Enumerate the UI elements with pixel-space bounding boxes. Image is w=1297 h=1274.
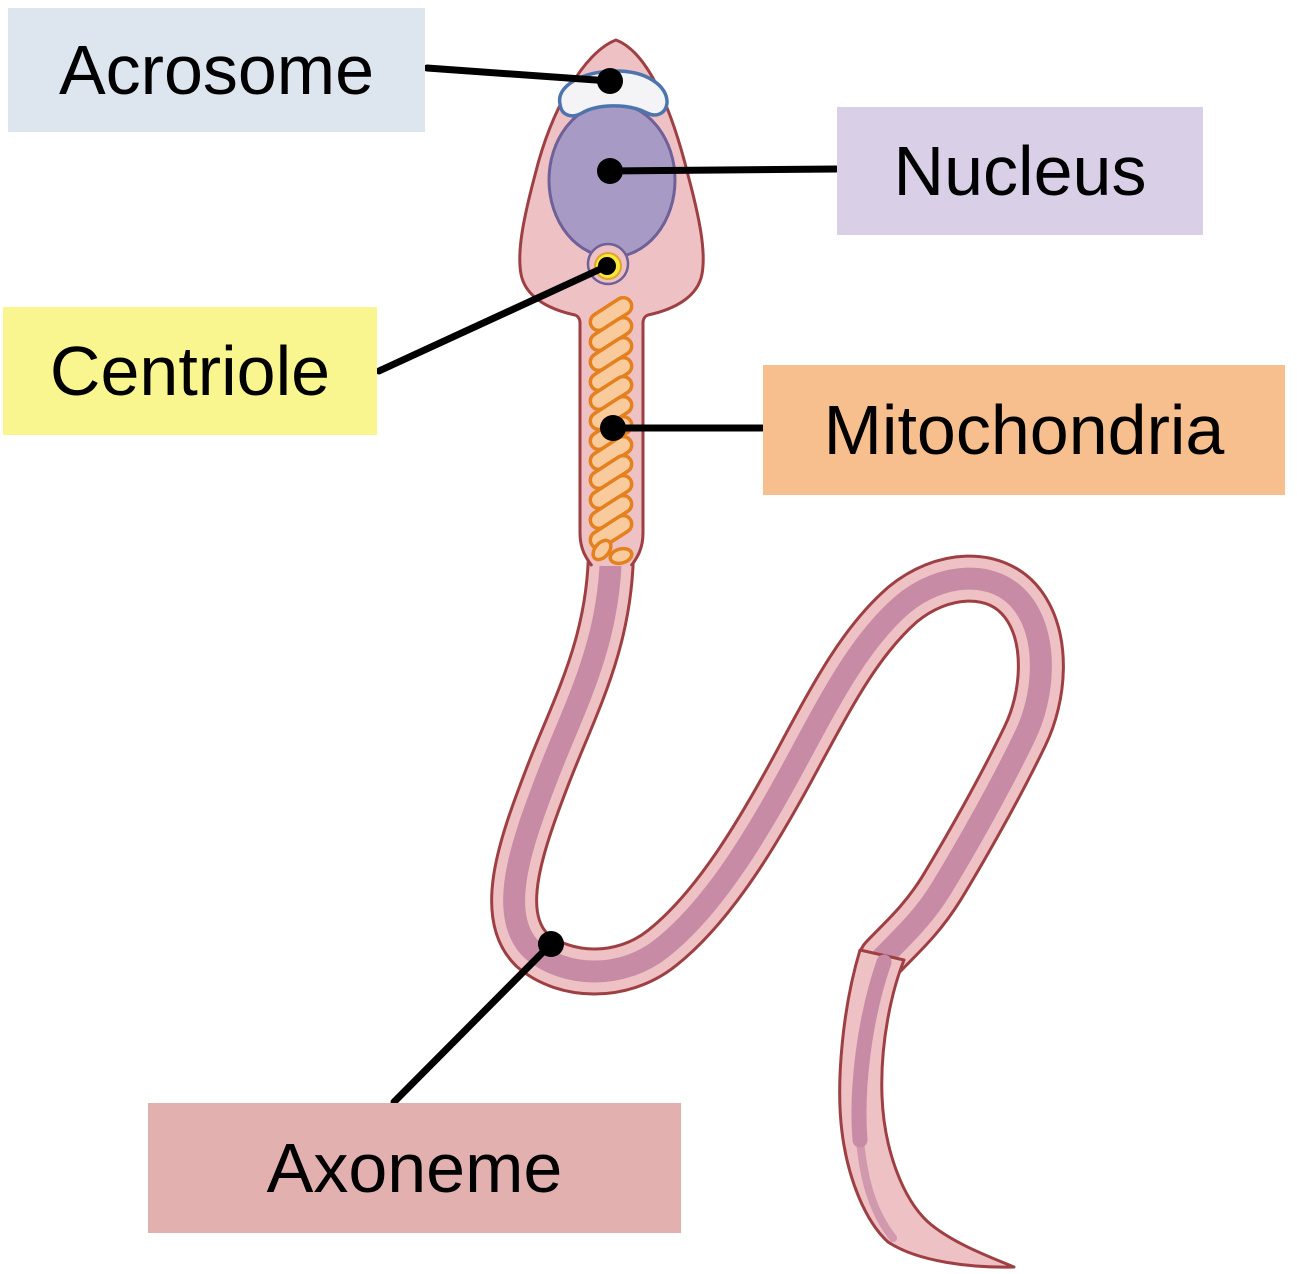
pointer-dot-axoneme	[538, 931, 564, 957]
axoneme-stripe-tip	[851, 954, 892, 1148]
axoneme-stripe	[503, 532, 1052, 983]
pointer-dot-nucleus	[597, 158, 623, 184]
label-nucleus-text: Nucleus	[893, 132, 1147, 210]
pointer-dots	[538, 68, 626, 957]
pointer-dot-acrosome	[597, 68, 623, 94]
leader-line-nucleus	[606, 165, 840, 175]
label-centriole: Centriole	[3, 307, 377, 435]
label-nucleus: Nucleus	[837, 107, 1203, 235]
leader-line-acrosome	[423, 64, 614, 85]
tail-flagellum	[490, 519, 1065, 1269]
pointer-dot-centriole	[598, 257, 616, 275]
leader-line-centriole	[375, 262, 611, 375]
label-axoneme-text: Axoneme	[266, 1129, 563, 1207]
label-centriole-text: Centriole	[49, 332, 331, 410]
label-acrosome-text: Acrosome	[58, 31, 375, 109]
mitochondria-end-nub	[591, 538, 613, 562]
leader-line-axoneme	[390, 940, 555, 1106]
tail-body	[493, 522, 1062, 993]
tail-tip	[838, 948, 1016, 1269]
leader-lines	[375, 64, 840, 1106]
pointer-dot-mitochondria	[600, 415, 626, 441]
label-axoneme: Axoneme	[148, 1103, 681, 1233]
mitochondria-end-nub	[608, 546, 634, 566]
axoneme-stripe-tip-end	[856, 1136, 897, 1242]
label-acrosome: Acrosome	[8, 8, 425, 132]
label-mitochondria-text: Mitochondria	[823, 391, 1225, 469]
label-mitochondria: Mitochondria	[763, 365, 1285, 495]
